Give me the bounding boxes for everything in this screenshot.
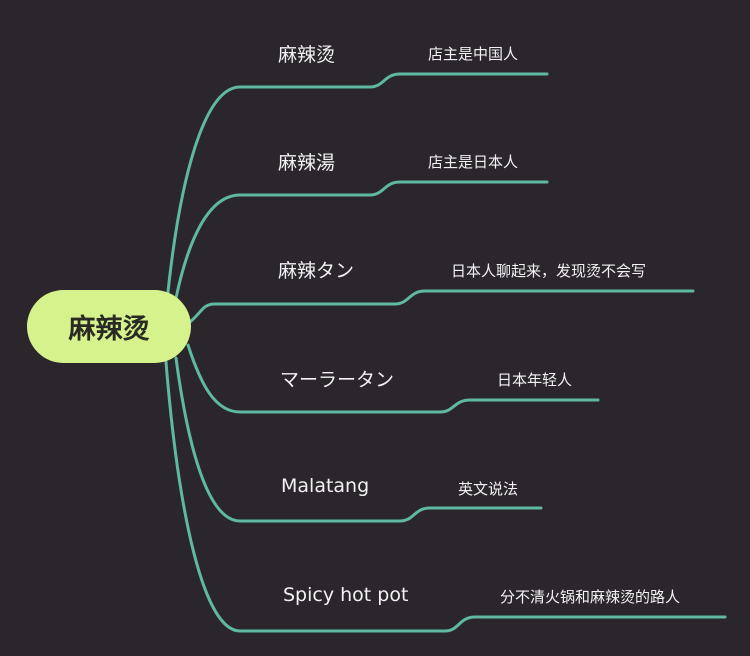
branch-node-5[interactable]: Malatang <box>281 475 370 497</box>
connector-line-3 <box>188 289 695 324</box>
note-node-1[interactable]: 店主是中国人 <box>428 45 519 63</box>
note-node-6[interactable]: 分不清火锅和麻辣烫的路人 <box>500 588 681 606</box>
connector-line-6 <box>164 360 727 633</box>
note-node-3[interactable]: 日本人聊起来，发现烫不会写 <box>451 262 647 280</box>
branch-node-2[interactable]: 麻辣湯 <box>278 152 336 174</box>
branch-node-6[interactable]: Spicy hot pot <box>283 584 409 606</box>
root-node[interactable]: 麻辣烫 <box>27 290 191 363</box>
root-label: 麻辣烫 <box>68 314 150 345</box>
connector-line-4 <box>186 343 600 414</box>
connector-line-5 <box>174 356 543 523</box>
branch-node-4[interactable]: マーラータン <box>280 369 395 391</box>
note-node-2[interactable]: 店主是日本人 <box>428 153 519 171</box>
connector-line-2 <box>174 180 549 300</box>
connector-line-1 <box>166 72 549 294</box>
branch-node-3[interactable]: 麻辣タン <box>278 260 355 282</box>
branch-node-1[interactable]: 麻辣烫 <box>278 44 336 66</box>
note-node-4[interactable]: 日本年轻人 <box>497 371 573 389</box>
note-node-5[interactable]: 英文说法 <box>458 480 519 498</box>
